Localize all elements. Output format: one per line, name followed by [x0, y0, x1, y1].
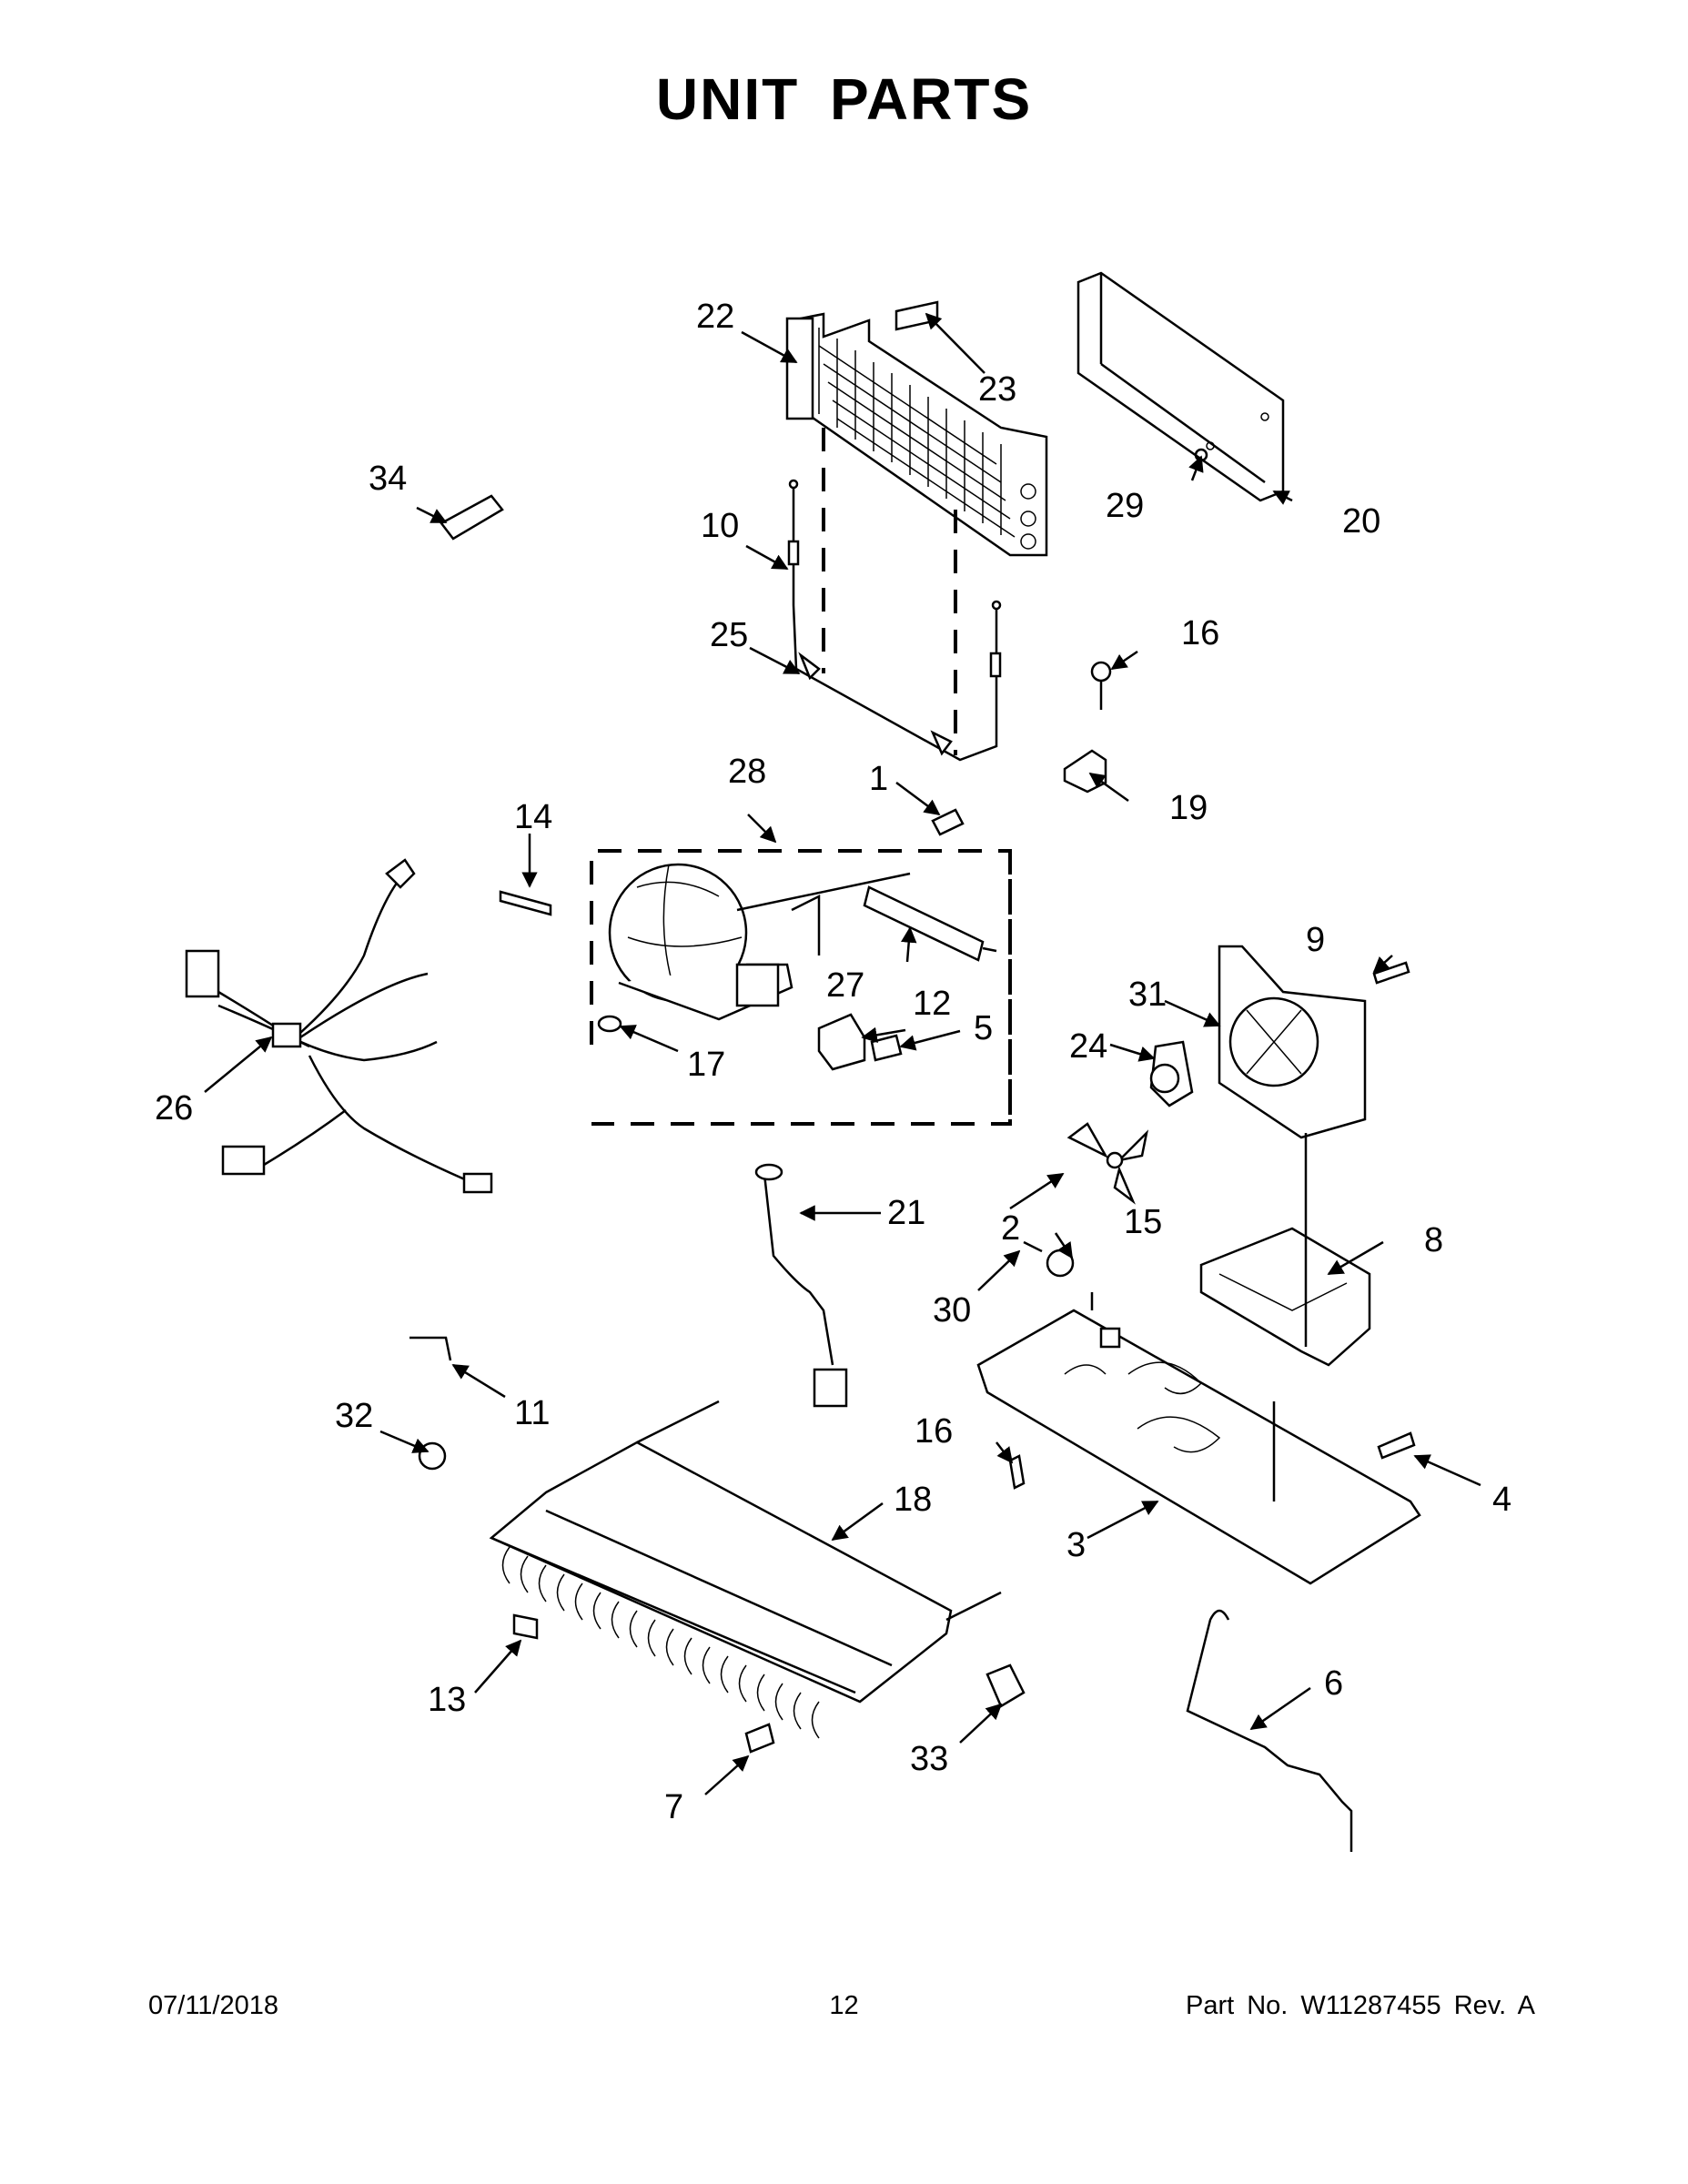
callout-2: 2	[1001, 1209, 1020, 1248]
pin-part-30	[1023, 1240, 1043, 1253]
callout-18: 18	[894, 1481, 932, 1519]
callout-29: 29	[1106, 487, 1144, 525]
callout-1: 1	[869, 760, 888, 798]
screw-part-16	[1090, 661, 1112, 682]
drain-tube-part	[754, 1163, 848, 1408]
screw-part-4	[1377, 1431, 1416, 1460]
callout-12: 12	[913, 985, 951, 1023]
callout-14: 14	[514, 798, 552, 836]
fan-shroud-part	[1218, 945, 1367, 1139]
callout-21: 21	[887, 1194, 925, 1232]
bracket-part-19	[1063, 749, 1107, 794]
callout-22: 22	[696, 298, 734, 336]
callout-31: 31	[1128, 976, 1167, 1014]
callout-34: 34	[369, 460, 407, 498]
filter-drier-part	[863, 885, 997, 962]
callout-28: 28	[728, 753, 766, 791]
control-board-part	[440, 494, 504, 541]
callout-30: 30	[933, 1291, 971, 1330]
clip-part-14	[499, 890, 552, 916]
callout-5: 5	[974, 1009, 993, 1047]
callout-10: 10	[701, 507, 739, 545]
callout-15: 15	[1124, 1203, 1162, 1241]
callout-33: 33	[910, 1740, 948, 1778]
callout-20: 20	[1342, 502, 1380, 541]
clip-part-13	[512, 1613, 539, 1640]
clip-part-11	[409, 1336, 452, 1361]
screw-part-9	[1372, 961, 1410, 985]
callout-4: 4	[1492, 1481, 1511, 1519]
page-title: UNIT PARTS	[655, 66, 1033, 132]
footer-part-number: Part No. W11287455 Rev. A	[1185, 1991, 1535, 2020]
evaporator-label-part	[895, 300, 939, 331]
callout-25: 25	[710, 616, 748, 654]
clip-part-33	[986, 1663, 1026, 1708]
fan-blade-part	[1066, 1122, 1149, 1205]
screw-part-1	[931, 808, 965, 836]
callout-19: 19	[1169, 789, 1208, 827]
callout-9: 9	[1306, 921, 1325, 959]
fan-bracket-part	[1199, 1227, 1371, 1367]
fan-motor-part	[1149, 1040, 1194, 1107]
compressor-part	[608, 863, 911, 1021]
callout-6: 6	[1324, 1664, 1343, 1703]
condenser-part	[489, 1400, 1002, 1739]
screw-part-16-lower	[1008, 1454, 1026, 1490]
base-pan-part	[976, 1292, 1421, 1585]
drain-line-part	[1186, 1609, 1353, 1852]
defrost-heater-part	[787, 479, 1002, 762]
callout-7: 7	[664, 1788, 683, 1826]
wire-harness-part	[185, 858, 493, 1194]
evaporator-cover-part	[1076, 271, 1285, 502]
callout-32: 32	[335, 1397, 373, 1435]
callout-26: 26	[155, 1089, 193, 1127]
callout-8: 8	[1424, 1221, 1443, 1259]
callout-23: 23	[978, 370, 1016, 409]
callout-17: 17	[687, 1046, 725, 1084]
callout-3: 3	[1066, 1526, 1086, 1564]
leader-lines	[204, 312, 1481, 1795]
callout-27: 27	[826, 966, 864, 1005]
evaporator-part	[785, 312, 1048, 557]
grommet-part-32	[418, 1441, 447, 1471]
overload-part-5	[870, 1034, 903, 1062]
callout-24: 24	[1069, 1027, 1107, 1066]
relay-part-12	[817, 1013, 866, 1071]
callout-labels: 22 23 20 29 34 10 25 16 19 28 1 14 9 31 …	[155, 298, 1511, 1826]
grommet-part-17	[597, 1015, 622, 1033]
callout-13: 13	[428, 1681, 466, 1719]
footer-page-number: 12	[829, 1991, 859, 2020]
sleeve-part-7	[744, 1723, 775, 1754]
callout-11: 11	[514, 1394, 550, 1432]
callout-16-lower: 16	[915, 1412, 953, 1451]
callout-16: 16	[1181, 614, 1219, 652]
footer-date: 07/11/2018	[148, 1991, 278, 2020]
